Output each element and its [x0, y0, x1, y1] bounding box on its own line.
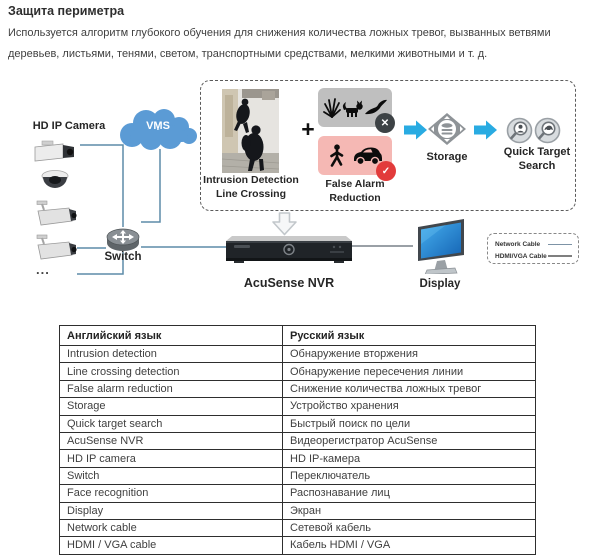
cell-en: Quick target search	[59, 414, 283, 433]
acusense-nvr-label: AcuSense NVR	[243, 276, 335, 290]
box-camera-icon	[34, 140, 74, 162]
cell-ru: Сетевой кабель	[282, 518, 536, 538]
search-vehicle-icon	[534, 117, 561, 144]
flow-arrow-icon	[404, 120, 428, 145]
cell-ru: Быстрый поиск по цели	[282, 414, 536, 433]
cat-icon	[342, 100, 363, 117]
cell-en: Face recognition	[59, 484, 283, 503]
cell-en: AcuSense NVR	[59, 431, 283, 451]
storage-icon	[427, 112, 467, 151]
cell-ru: Экран	[282, 501, 536, 520]
false-alarm-label-line2: Reduction	[329, 192, 381, 204]
cell-ru: Снижение количества ложных тревог	[282, 379, 536, 399]
cell-ru: Обнаружение вторжения	[282, 344, 536, 364]
legend-network-cable: Network Cable	[495, 238, 572, 250]
branch-icon	[323, 97, 341, 118]
more-cameras-ellipsis: ...	[36, 262, 50, 277]
switch-icon	[105, 225, 141, 257]
quick-target-label-line2: Search	[518, 160, 556, 172]
cell-ru: Обнаружение пересечения линии	[282, 362, 536, 381]
storage-label: Storage	[426, 151, 468, 163]
cell-ru: Устройство хранения	[282, 397, 536, 416]
check-glyph: ✓	[381, 165, 391, 177]
extra-cameras-line	[77, 252, 124, 275]
flow-arrow-icon	[474, 120, 498, 145]
network-cable-line-sample	[548, 243, 572, 245]
cell-en: HDMI / VGA cable	[59, 536, 283, 555]
plus-sign: +	[301, 116, 315, 142]
analytics-dashed-box	[200, 80, 576, 211]
intrusion-label-line1: Intrusion Detection	[203, 174, 299, 186]
cell-ru: Видеорегистратор AcuSense	[282, 431, 536, 451]
cell-en: Display	[59, 501, 283, 520]
dome-camera-icon	[41, 170, 69, 188]
cell-en: Intrusion detection	[59, 344, 283, 364]
x-glyph: ✕	[380, 117, 390, 129]
intrusion-label-line2: Line Crossing	[215, 188, 286, 200]
page-title: Защита периметра	[8, 4, 125, 18]
table-header-row: Английский язык Русский язык	[59, 325, 536, 346]
hdmi-vga-cable-line-sample	[548, 255, 572, 257]
bullet-camera-icon	[36, 234, 77, 260]
cell-en: Line crossing detection	[59, 362, 283, 381]
search-person-icon	[506, 117, 533, 144]
acusense-nvr-icon	[226, 236, 352, 269]
person-icon	[329, 143, 344, 167]
switch-label: Switch	[104, 251, 142, 263]
network-cable-label: Network Cable	[495, 240, 541, 248]
quick-target-label-line1: Quick Target	[503, 146, 571, 158]
excluded-x-badge: ✕	[375, 113, 395, 133]
legend-hdmi-vga-cable: HDMI/VGA Cable	[495, 250, 572, 262]
display-icon	[412, 218, 468, 279]
cell-ru: Переключатель	[282, 466, 536, 486]
vms-label: VMS	[146, 120, 170, 132]
cell-ru: HD IP-камера	[282, 449, 536, 468]
header-russian: Русский язык	[282, 325, 536, 346]
false-alarm-label-line1: False Alarm	[325, 178, 385, 190]
bird-icon	[365, 99, 387, 114]
cell-en: Storage	[59, 397, 283, 416]
intrusion-photo	[221, 89, 280, 178]
connection-lines	[77, 144, 413, 275]
car-icon	[354, 147, 383, 166]
quick-target-search-icons	[506, 117, 561, 144]
cell-en: False alarm reduction	[59, 379, 283, 399]
cable-legend: Network Cable HDMI/VGA Cable	[487, 233, 579, 264]
cell-en: Network cable	[59, 518, 283, 538]
analytics-to-nvr-arrow-icon	[271, 212, 298, 241]
hdmi-vga-cable-label: HDMI/VGA Cable	[495, 252, 547, 260]
camera-stack	[33, 139, 79, 270]
bullet-camera-icon	[36, 200, 77, 226]
header-english: Английский язык	[59, 325, 283, 346]
display-label: Display	[419, 278, 461, 290]
cell-ru: Распознавание лиц	[282, 484, 536, 503]
cell-en: Switch	[59, 466, 283, 486]
intruder-figures	[234, 98, 264, 171]
vms-cloud-icon	[116, 108, 200, 157]
camera-to-switch-line	[80, 144, 124, 227]
included-check-badge: ✓	[376, 161, 396, 181]
intro-paragraph: Используется алгоритм глубокого обучения…	[8, 27, 551, 60]
translation-table: Английский язык Русский язык Intrusion d…	[59, 325, 536, 555]
vms-to-switch-line	[141, 149, 161, 223]
cell-en: HD IP camera	[59, 449, 283, 468]
cell-ru: Кабель HDMI / VGA	[282, 536, 536, 555]
hd-ip-camera-label: HD IP Camera	[32, 120, 106, 132]
